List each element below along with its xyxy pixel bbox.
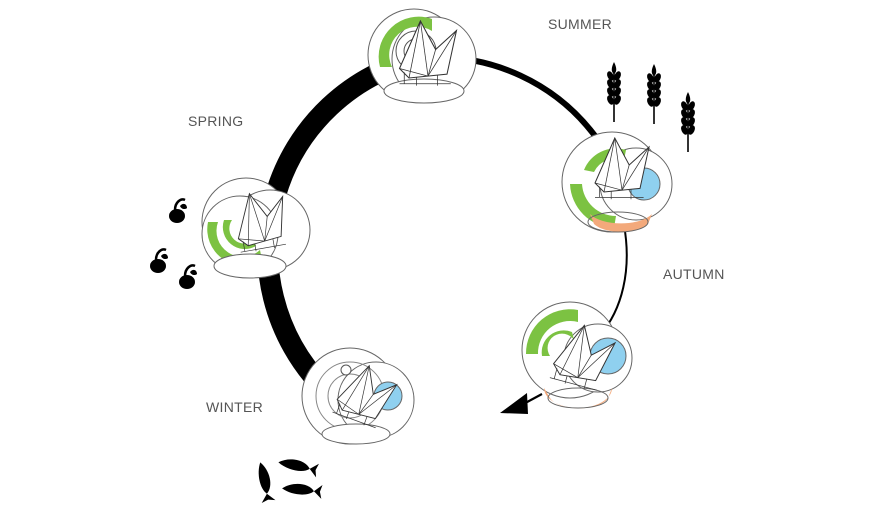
building-module-late-summer	[561, 131, 673, 233]
building-module-summer	[367, 8, 477, 104]
arrow-icon	[500, 393, 528, 414]
fish-icon	[253, 455, 323, 503]
building-module-autumn	[521, 301, 633, 409]
season-label-autumn: AUTUMN	[663, 266, 725, 282]
seed-sprout-icon	[148, 198, 199, 291]
season-label-spring: SPRING	[188, 113, 244, 129]
season-label-summer: SUMMER	[548, 16, 613, 32]
building-module-spring	[201, 177, 311, 279]
building-module-winter	[301, 347, 415, 445]
season-label-winter: WINTER	[206, 399, 264, 415]
